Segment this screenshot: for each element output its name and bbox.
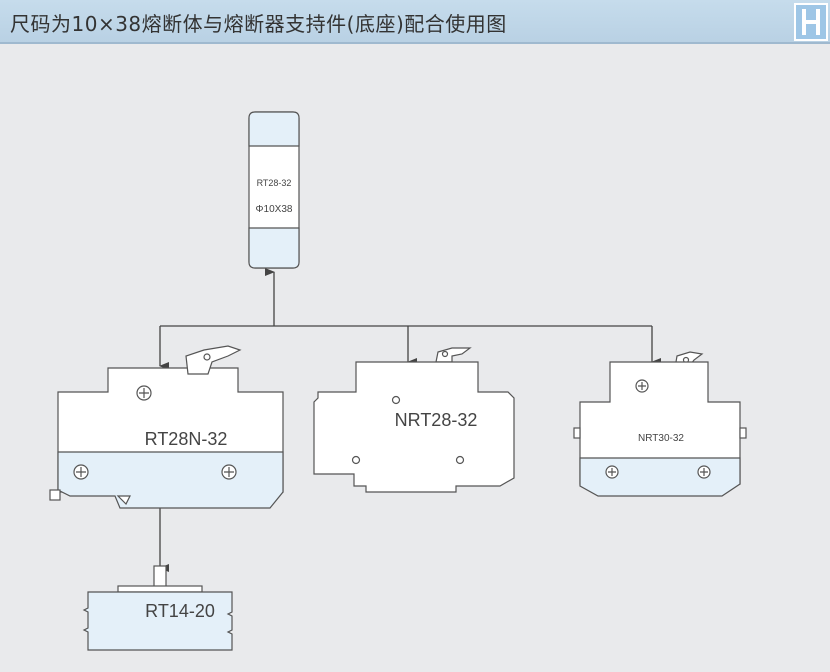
- logo-icon: [794, 3, 828, 41]
- logo-h-icon: [802, 9, 820, 35]
- page-title: 尺码为10×38熔断体与熔断器支持件(底座)配合使用图: [10, 12, 507, 36]
- fuse-cartridge: RT28-32 Φ10X38: [248, 111, 300, 269]
- base-rt14: RT14-20: [82, 565, 233, 651]
- rt14-label: RT14-20: [145, 601, 215, 621]
- holder-nrt28: NRT28-32: [313, 347, 515, 493]
- header-bar: 尺码为10×38熔断体与熔断器支持件(底座)配合使用图: [0, 0, 830, 44]
- nrt30-label: NRT30-32: [638, 433, 684, 444]
- fuse-compatibility-diagram: RT28-32 Φ10X38 RT28N-32 NRT28-32: [49, 111, 747, 651]
- holder-rt28n: RT28N-32: [49, 345, 284, 509]
- fuse-size-label: Φ10X38: [256, 204, 293, 215]
- fuse-model-label: RT28-32: [257, 178, 292, 188]
- rt28n-label: RT28N-32: [145, 429, 228, 449]
- nrt28-label: NRT28-32: [395, 410, 478, 430]
- holder-nrt30: NRT30-32: [573, 351, 747, 497]
- connector-lines: [159, 268, 661, 572]
